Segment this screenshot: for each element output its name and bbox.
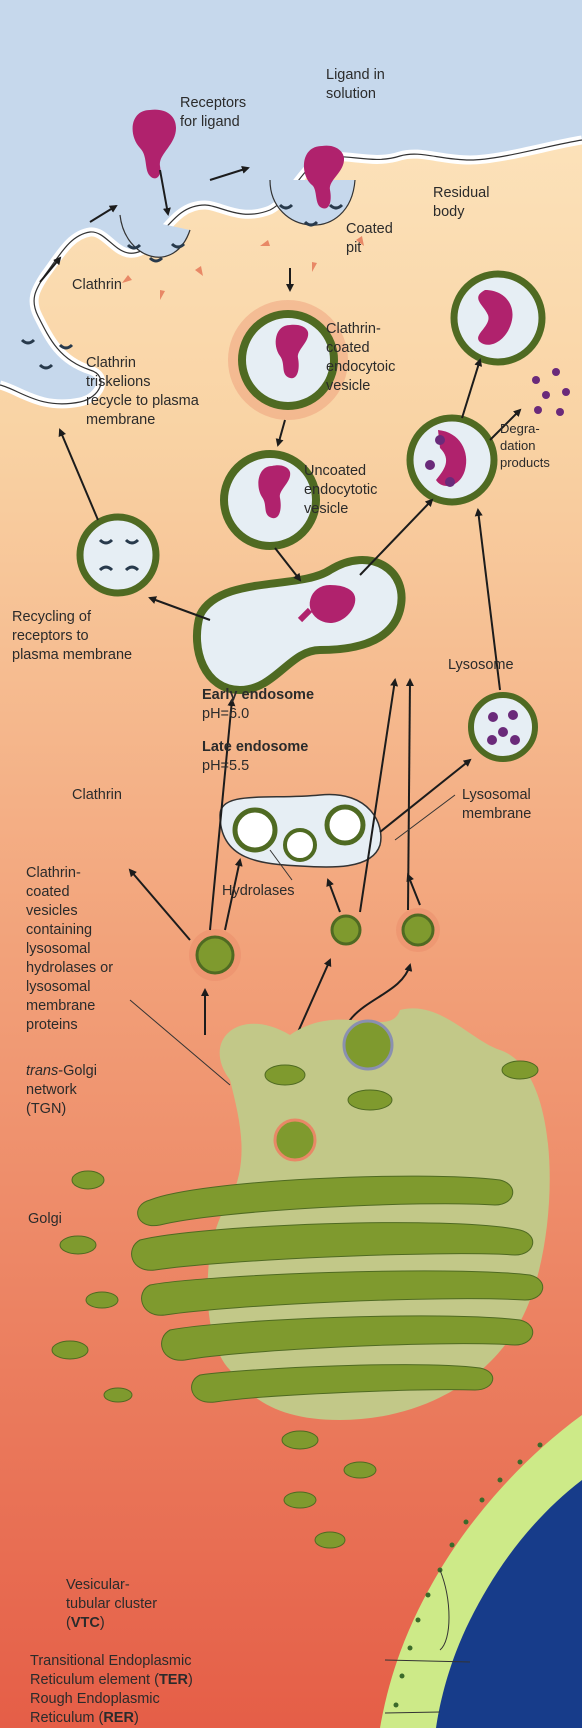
tgn-italic-text: trans (26, 1063, 58, 1079)
lysosome (471, 695, 535, 759)
late-endosome (220, 795, 381, 868)
clathrin-coated-vesicle-label: Clathrin- coated endocytoic vesicle (326, 320, 395, 396)
rer-text: Rough Endoplasmic Reticulum ( (30, 1691, 160, 1726)
degrading-lysosome (410, 418, 494, 502)
rer-label: Rough Endoplasmic Reticulum (RER) (30, 1690, 160, 1728)
vtc-close: ) (100, 1615, 105, 1631)
recycling-receptors-label: Recycling of receptors to plasma membran… (12, 608, 132, 665)
tgn-budding-vesicle (275, 1120, 315, 1160)
clathrin-triskelions-label: Clathrin triskelions recycle to plasma m… (86, 354, 199, 430)
late-endosome-ph: pH=5.5 (202, 757, 249, 776)
rer-close: ) (134, 1710, 139, 1726)
hydrolases-label: Hydrolases (222, 882, 295, 901)
tgn-label: trans-Golgi network (TGN) (26, 1062, 97, 1119)
lysosome-label: Lysosome (448, 656, 514, 675)
early-endosome-ph: pH=6.0 (202, 705, 249, 724)
recycling-vesicle (80, 517, 156, 593)
ter-label: Transitional Endoplasmic Reticulum eleme… (30, 1652, 193, 1690)
residual-body (454, 274, 542, 362)
clathrin-coated-vesicles-label: Clathrin- coated vesicles containing lys… (26, 864, 113, 1035)
early-endosome-label: Early endosome (202, 686, 314, 705)
clathrin-label-top: Clathrin (72, 276, 122, 295)
lysosomal-membrane-label: Lysosomal membrane (462, 786, 531, 824)
golgi-label: Golgi (28, 1210, 62, 1229)
tgn-budding-vesicle-2 (344, 1021, 392, 1069)
vtc-abbr: VTC (71, 1615, 100, 1631)
rer-abbr: RER (103, 1710, 134, 1726)
degradation-products-label: Degra- dation products (500, 420, 550, 471)
coated-pit-label: Coated pit (346, 220, 393, 258)
late-endosome-label: Late endosome (202, 738, 308, 757)
ligand-in-solution-label: Ligand in solution (326, 66, 385, 104)
residual-body-label: Residual body (433, 184, 489, 222)
ter-close: ) (188, 1672, 193, 1688)
vtc-label: Vesicular- tubular cluster (VTC) (66, 1576, 157, 1633)
clathrin-label-mid: Clathrin (72, 786, 122, 805)
uncoated-vesicle (224, 454, 316, 546)
receptors-for-ligand-label: Receptors for ligand (180, 94, 246, 132)
ter-abbr: TER (159, 1672, 188, 1688)
uncoated-vesicle-label: Uncoated endocytotic vesicle (304, 462, 377, 519)
